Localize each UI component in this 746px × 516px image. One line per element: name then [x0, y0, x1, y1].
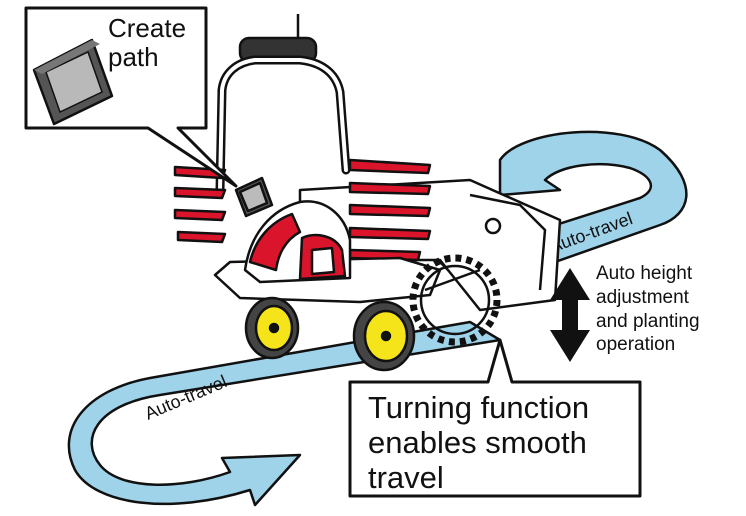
- height-adjustment-label: Auto height adjustment and planting oper…: [596, 262, 700, 357]
- turning-line-2: enables smooth: [368, 425, 587, 461]
- create-path-callout: [24, 6, 238, 188]
- turning-label: Turning function enables smooth travel: [368, 390, 589, 495]
- height-line-4: operation: [596, 334, 676, 356]
- front-wheel-left: [244, 296, 300, 360]
- height-line-3: and planting: [596, 310, 700, 332]
- create-path-line-2: path: [108, 42, 159, 73]
- front-wheel-right: [352, 300, 416, 372]
- lower-travel-path: [67, 320, 502, 507]
- create-path-label: Create path: [108, 13, 187, 73]
- double-arrow-icon: [550, 268, 590, 362]
- tablet-icon: [32, 38, 114, 126]
- turning-line-1: Turning function: [368, 390, 590, 425]
- planting-wheel: [409, 254, 501, 346]
- turning-callout: [348, 338, 642, 498]
- gps-antenna-icon: [238, 14, 318, 64]
- turning-line-3: travel: [368, 460, 444, 496]
- tablet-icon: [234, 176, 274, 218]
- seedling-trays-left: [173, 165, 227, 244]
- height-line-2: adjustment: [596, 286, 689, 308]
- create-path-line-1: Create: [108, 13, 187, 43]
- rice-transplanter: [173, 14, 562, 372]
- height-line-1: Auto height: [596, 263, 693, 284]
